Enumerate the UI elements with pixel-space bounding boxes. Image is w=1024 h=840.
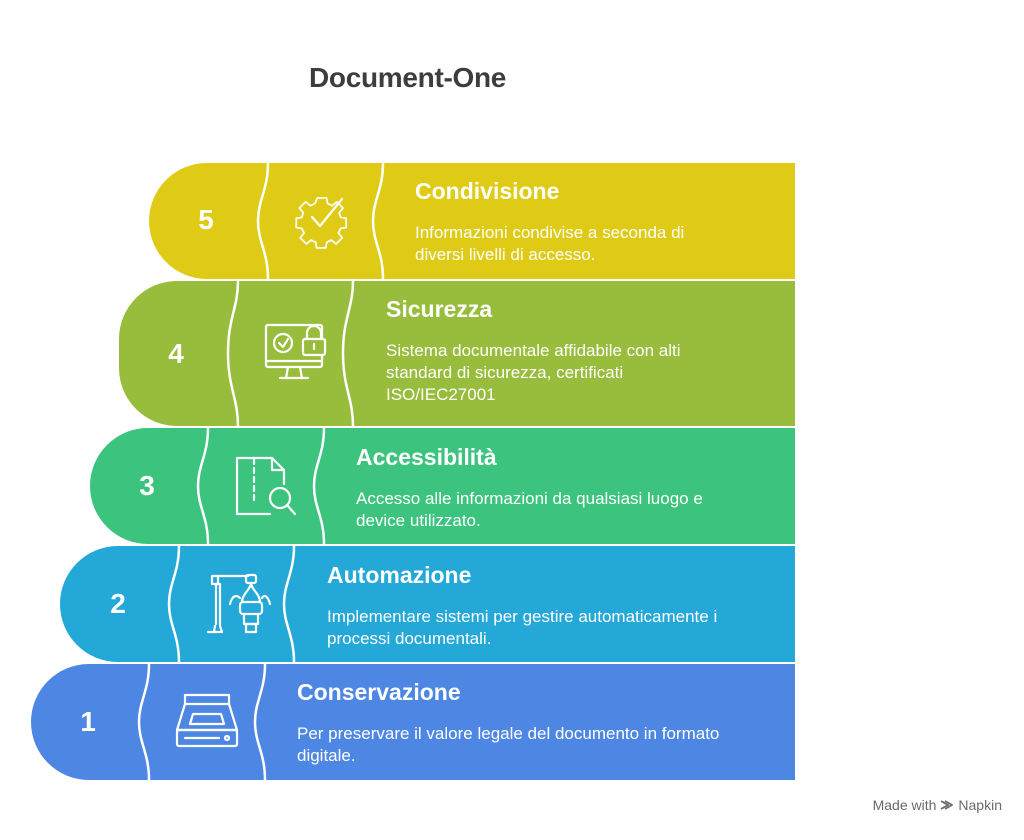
scanner-icon — [175, 693, 239, 748]
step-text-2: Automazione Implementare sistemi per ges… — [327, 561, 767, 650]
page-title: Document-One — [309, 62, 507, 93]
step-band-1 — [31, 663, 795, 781]
step-band-4 — [119, 280, 795, 427]
step-band-2 — [60, 545, 795, 663]
step-number-2: 2 — [110, 588, 126, 619]
step-band-3 — [90, 427, 795, 545]
step-description-4: Sistema documentale affidabile con alti … — [386, 341, 681, 404]
step-number-1: 1 — [80, 706, 96, 737]
made-with-napkin-badge: Made with Napkin — [873, 797, 1002, 813]
step-number-5: 5 — [198, 204, 214, 235]
step-title-4: Sicurezza — [386, 296, 493, 322]
step-title-3: Accessibilità — [356, 444, 497, 470]
step-description-1: Per preservare il valore legale del docu… — [297, 724, 720, 765]
step-text-1: Conservazione Per preservare il valore l… — [297, 678, 767, 767]
step-band-5 — [149, 162, 795, 280]
gear-check-icon — [295, 197, 348, 249]
step-description-2: Implementare sistemi per gestire automat… — [327, 607, 718, 648]
step-text-4: Sicurezza Sistema documentale affidabile… — [386, 295, 726, 406]
step-title-5: Condivisione — [415, 178, 560, 204]
napkin-logo-icon — [940, 800, 954, 810]
step-description-3: Accesso alle informazioni da qualsiasi l… — [356, 489, 703, 530]
step-number-3: 3 — [139, 470, 155, 501]
made-with-label: Made with — [872, 797, 937, 813]
secure-monitor-icon — [264, 323, 327, 380]
napkin-brand-label: Napkin — [958, 797, 1002, 813]
step-title-1: Conservazione — [297, 679, 461, 705]
step-number-4: 4 — [168, 338, 184, 369]
file-search-icon — [235, 456, 297, 516]
step-description-5: Informazioni condivise a seconda di dive… — [415, 223, 685, 264]
step-text-3: Accessibilità Accesso alle informazioni … — [356, 443, 746, 532]
step-text-5: Condivisione Informazioni condivise a se… — [415, 177, 735, 266]
step-title-2: Automazione — [327, 562, 472, 588]
robotic-arm-icon — [206, 573, 272, 634]
